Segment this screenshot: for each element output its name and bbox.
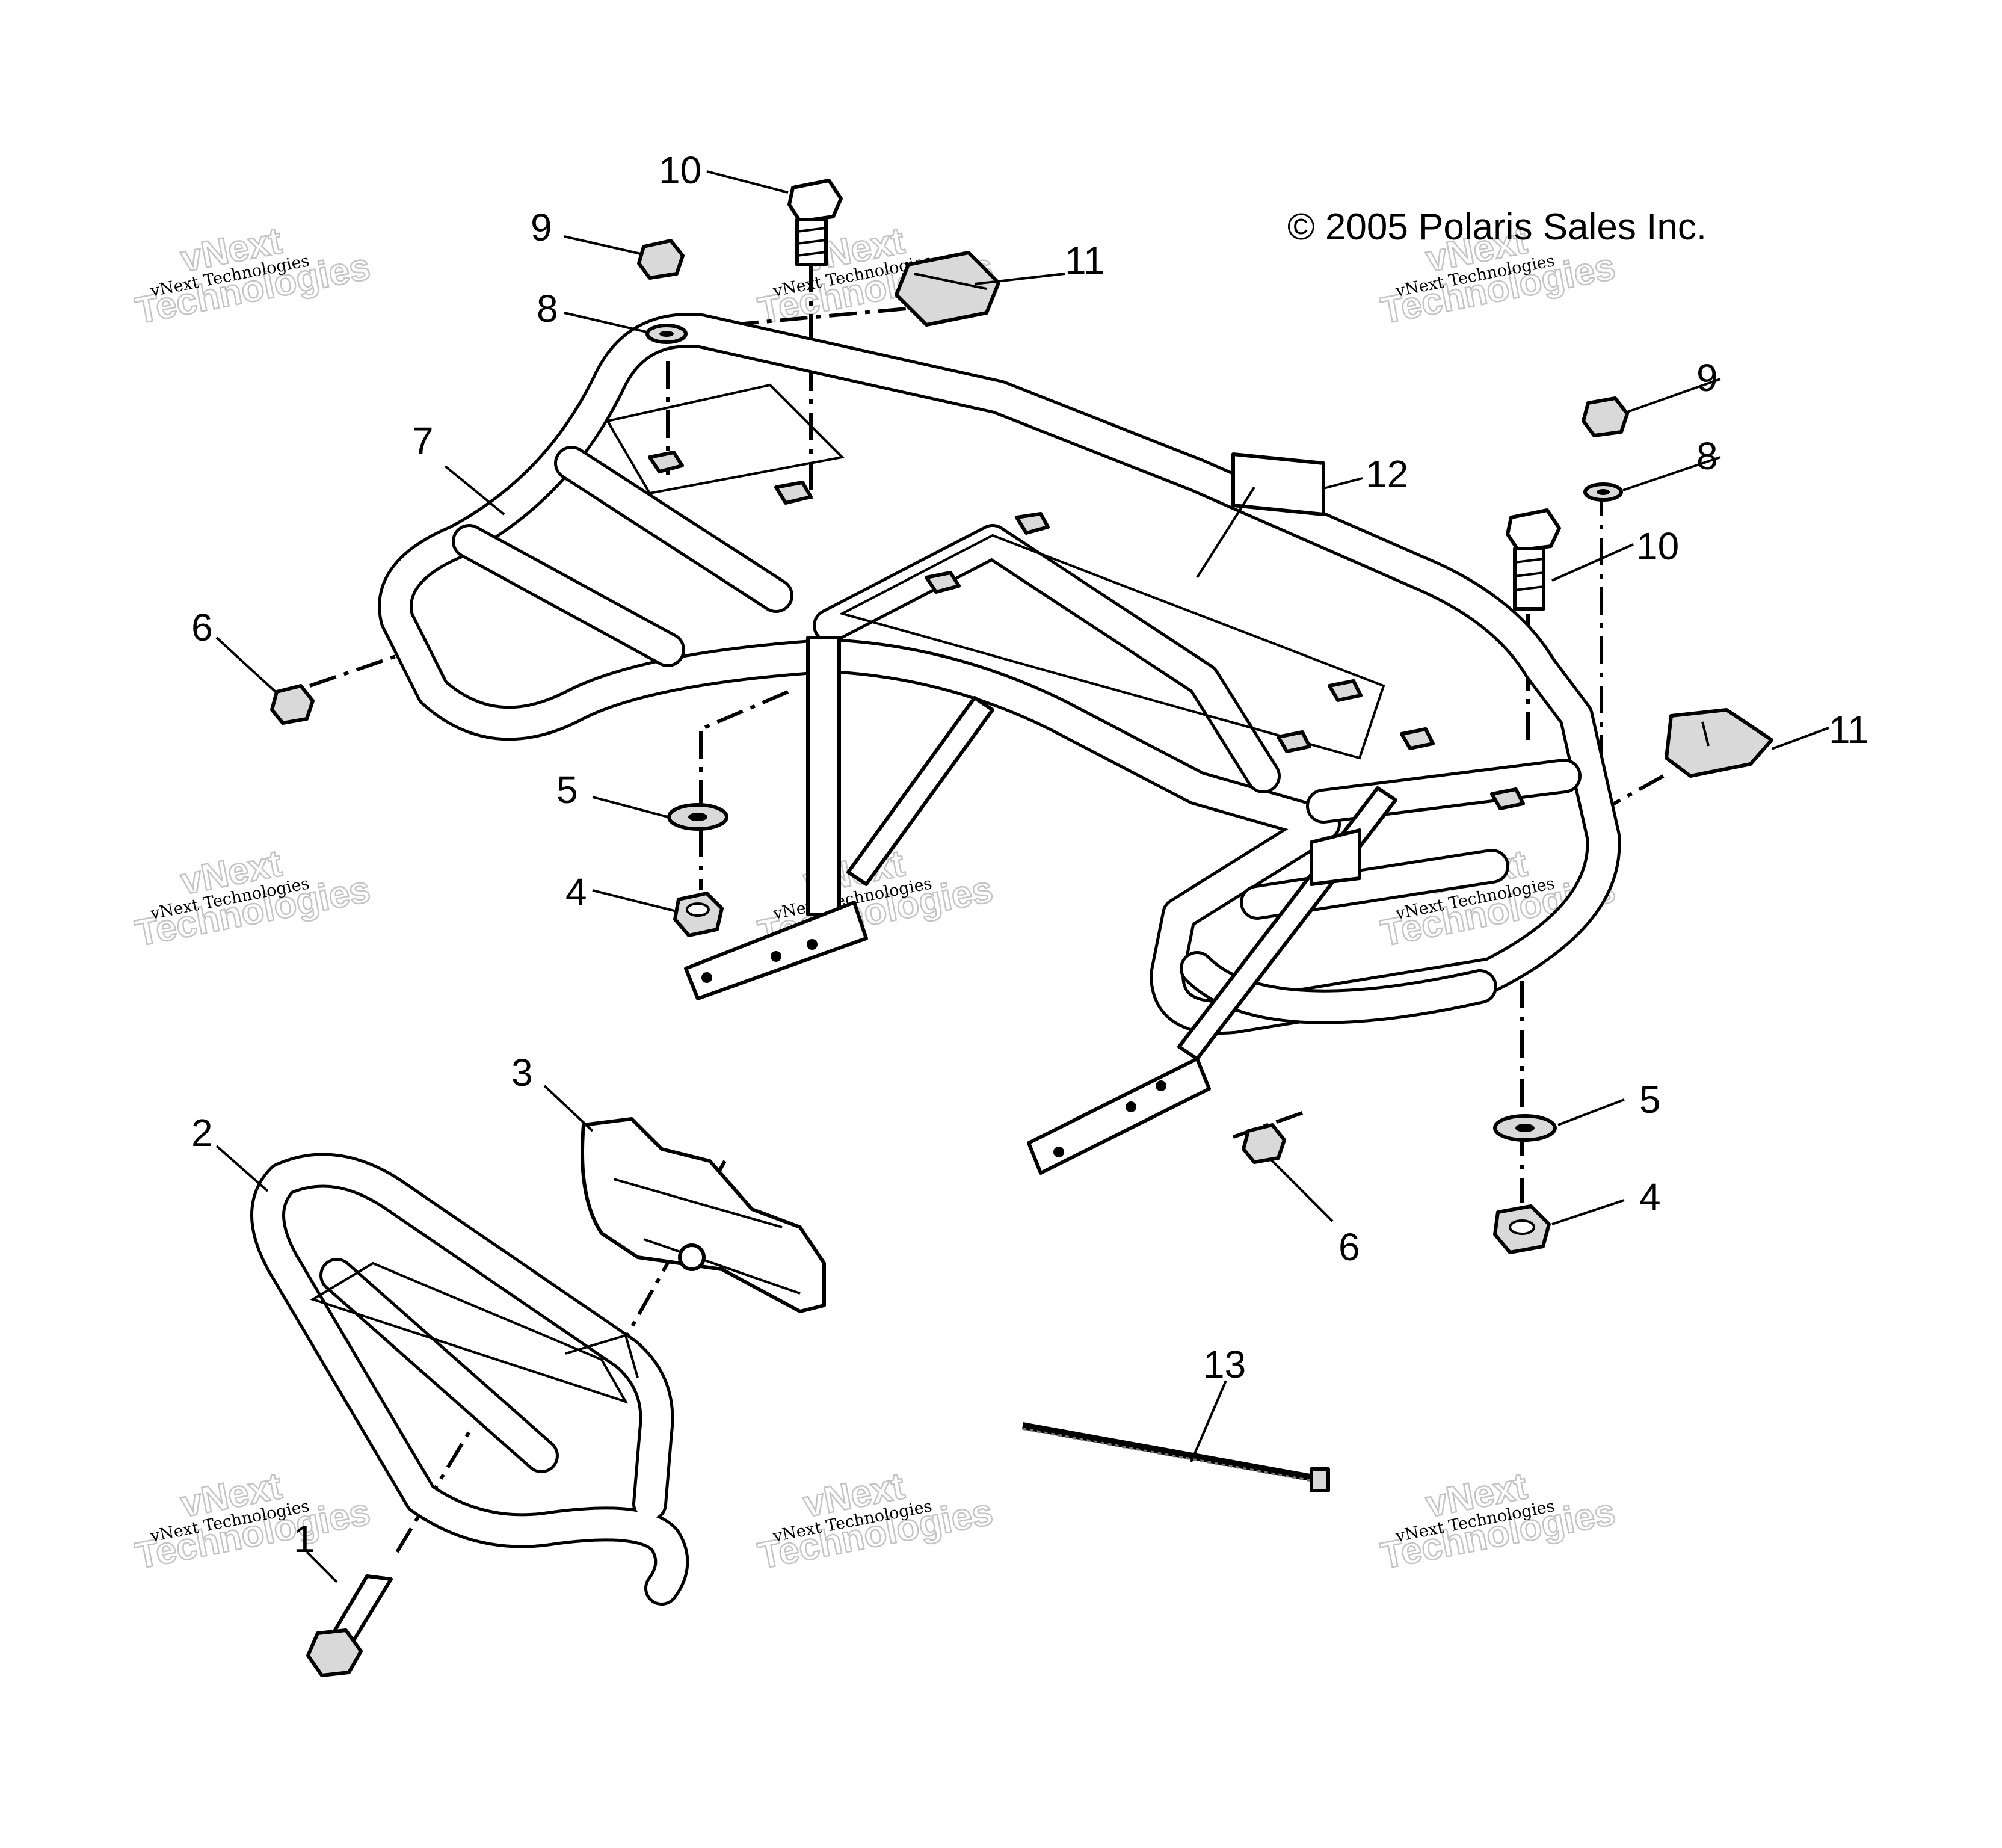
callout-10-left: 10	[659, 149, 701, 192]
bolt-10-left	[787, 179, 843, 266]
copyright-notice: © 2005 Polaris Sales Inc.	[1287, 206, 1707, 248]
callout-8-right: 8	[1696, 434, 1718, 478]
callout-11-left: 11	[1065, 239, 1104, 282]
callout-4-left: 4	[565, 870, 587, 914]
clip-11-right	[1665, 708, 1773, 778]
bolt-1	[306, 1574, 393, 1677]
callout-11-right: 11	[1829, 708, 1868, 751]
leader-lines	[215, 170, 1829, 1583]
callout-8-left: 8	[537, 287, 558, 330]
washer-8-right	[1583, 482, 1623, 502]
callout-6-left: 6	[191, 606, 213, 649]
washer-8-left	[645, 324, 688, 344]
watermark: vNext Technologies vNext Technologies	[132, 842, 374, 955]
bolt-10-right	[1506, 508, 1561, 611]
nut-4-left	[673, 892, 724, 937]
callout-12: 12	[1366, 452, 1408, 496]
watermark: vNext Technologies vNext Technologies	[132, 220, 374, 333]
callout-2: 2	[191, 1111, 213, 1154]
callout-1: 1	[294, 1517, 315, 1560]
callout-9-right: 9	[1696, 356, 1718, 399]
watermark: vNext Technologies vNext Technologies	[754, 1465, 997, 1578]
callout-7: 7	[412, 419, 434, 463]
nut-6-left	[270, 684, 315, 725]
front-bumper-2	[250, 1153, 689, 1606]
watermark: vNext Technologies vNext Technologies	[1377, 1465, 1619, 1578]
nut-4-right	[1493, 1204, 1551, 1254]
washer-5-right	[1493, 1114, 1557, 1142]
callout-13: 13	[1203, 1343, 1246, 1386]
nut-9-left	[637, 239, 685, 280]
callout-5-left: 5	[556, 768, 578, 812]
washer-5-left	[667, 803, 728, 831]
nut-6-right	[1242, 1123, 1286, 1164]
callout-5-right: 5	[1639, 1078, 1661, 1121]
bumper-pad-3	[581, 1117, 826, 1313]
clip-11-left	[895, 251, 1000, 327]
watermark: vNext Technologies vNext Technologies	[132, 1465, 374, 1578]
callout-10-right: 10	[1636, 525, 1679, 568]
callout-3: 3	[511, 1051, 533, 1094]
decal-12	[1231, 452, 1325, 516]
callout-9-left: 9	[531, 206, 552, 249]
cable-tie-13	[1021, 1422, 1330, 1492]
nut-9-right	[1582, 396, 1629, 437]
callout-6-right: 6	[1338, 1225, 1360, 1269]
callouts: 10 9 8 11 7 9 8 12 10 11 6 5 4 5 4 6 3 2…	[191, 149, 1868, 1560]
rear-rack-frame	[378, 313, 1621, 1175]
callout-4-right: 4	[1639, 1175, 1661, 1219]
